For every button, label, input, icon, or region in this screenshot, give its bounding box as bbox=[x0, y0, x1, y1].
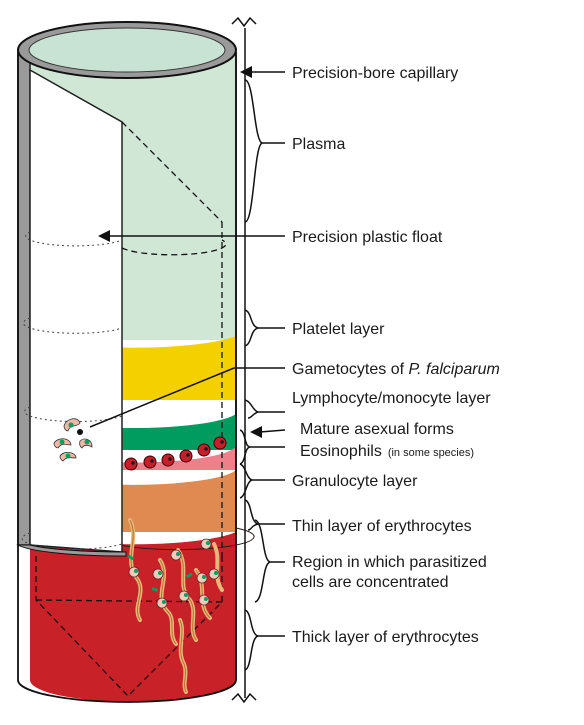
label-thin-layer: Thin layer of erythrocytes bbox=[292, 518, 472, 535]
label-eosinophils-main: Eosinophils bbox=[300, 443, 382, 460]
label-plasma: Plasma bbox=[292, 136, 345, 153]
tube-top-opening bbox=[29, 28, 225, 72]
label-eosinophils: Eosinophils (in some species) bbox=[300, 443, 474, 460]
label-eosinophils-note: (in some species) bbox=[388, 447, 474, 459]
brackets bbox=[240, 80, 285, 670]
capillary-wall-left bbox=[18, 52, 30, 545]
label-float: Precision plastic float bbox=[292, 229, 443, 246]
label-gametocytes: Gametocytes of P. falciparum bbox=[292, 361, 500, 378]
label-region-line2: cells are concentrated bbox=[292, 574, 449, 591]
label-granulocyte: Granulocyte layer bbox=[292, 473, 418, 490]
label-thick-layer: Thick layer of erythrocytes bbox=[292, 629, 479, 646]
label-lymphocyte: Lymphocyte/monocyte layer bbox=[292, 390, 491, 407]
label-gametocytes-species: P. falciparum bbox=[409, 361, 500, 378]
label-mature-asexual: Mature asexual forms bbox=[300, 421, 454, 438]
asexual-arrowhead bbox=[250, 426, 262, 438]
label-gametocytes-prefix: Gametocytes of bbox=[292, 361, 409, 378]
capillary-arrowhead bbox=[240, 66, 252, 78]
label-region-line1: Region in which parasitized bbox=[292, 554, 487, 571]
label-capillary: Precision-bore capillary bbox=[292, 65, 458, 82]
label-platelet: Platelet layer bbox=[292, 321, 385, 338]
plastic-float bbox=[30, 70, 122, 552]
gametocyte-pointer-dot bbox=[77, 429, 83, 435]
